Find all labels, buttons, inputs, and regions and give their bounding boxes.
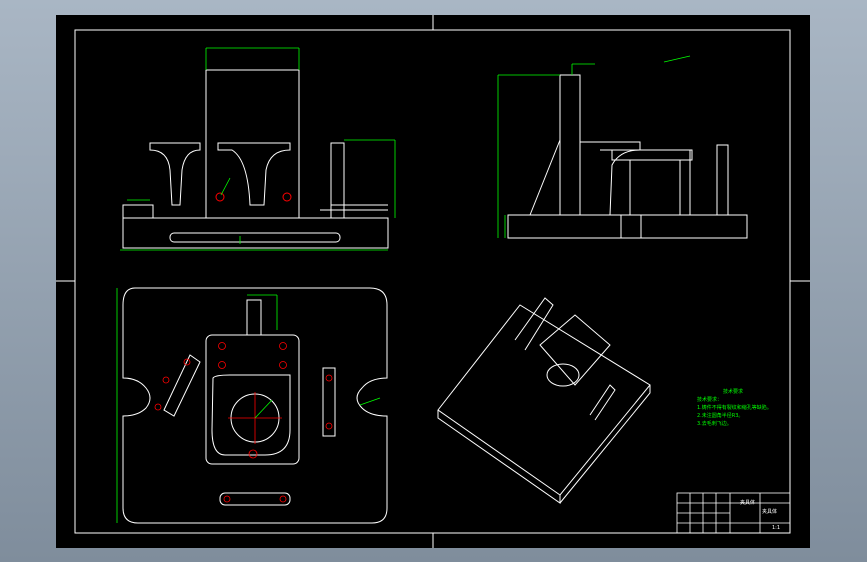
part-label: 夹具体 [762,509,778,515]
drawing-sheet[interactable] [56,15,810,548]
top-view [122,287,388,524]
note-item: 3.去毛刺飞边。 [697,421,732,427]
isometric-view [437,297,651,504]
technical-requirements: 技术要求 技术要求： 1.铸件不得有裂纹和缩孔等缺陷。 2.未注圆角半径R3。 … [697,388,772,428]
side-view [507,74,748,239]
note-item: 2.未注圆角半径R3。 [697,413,744,419]
title-block [676,492,791,534]
notes-title: 技术要求： [697,397,723,403]
note-item: 1.铸件不得有裂纹和缩孔等缺陷。 [697,405,772,411]
scale-value: 1:1 [772,525,781,531]
sheet-border [74,29,791,534]
front-view [122,69,389,249]
front-dimensions [120,47,396,251]
notes-heading: 技术要求 [723,389,744,395]
drawing-name: 夹具体 [740,500,756,506]
side-dimensions [497,55,691,238]
top-dimensions [116,288,381,523]
